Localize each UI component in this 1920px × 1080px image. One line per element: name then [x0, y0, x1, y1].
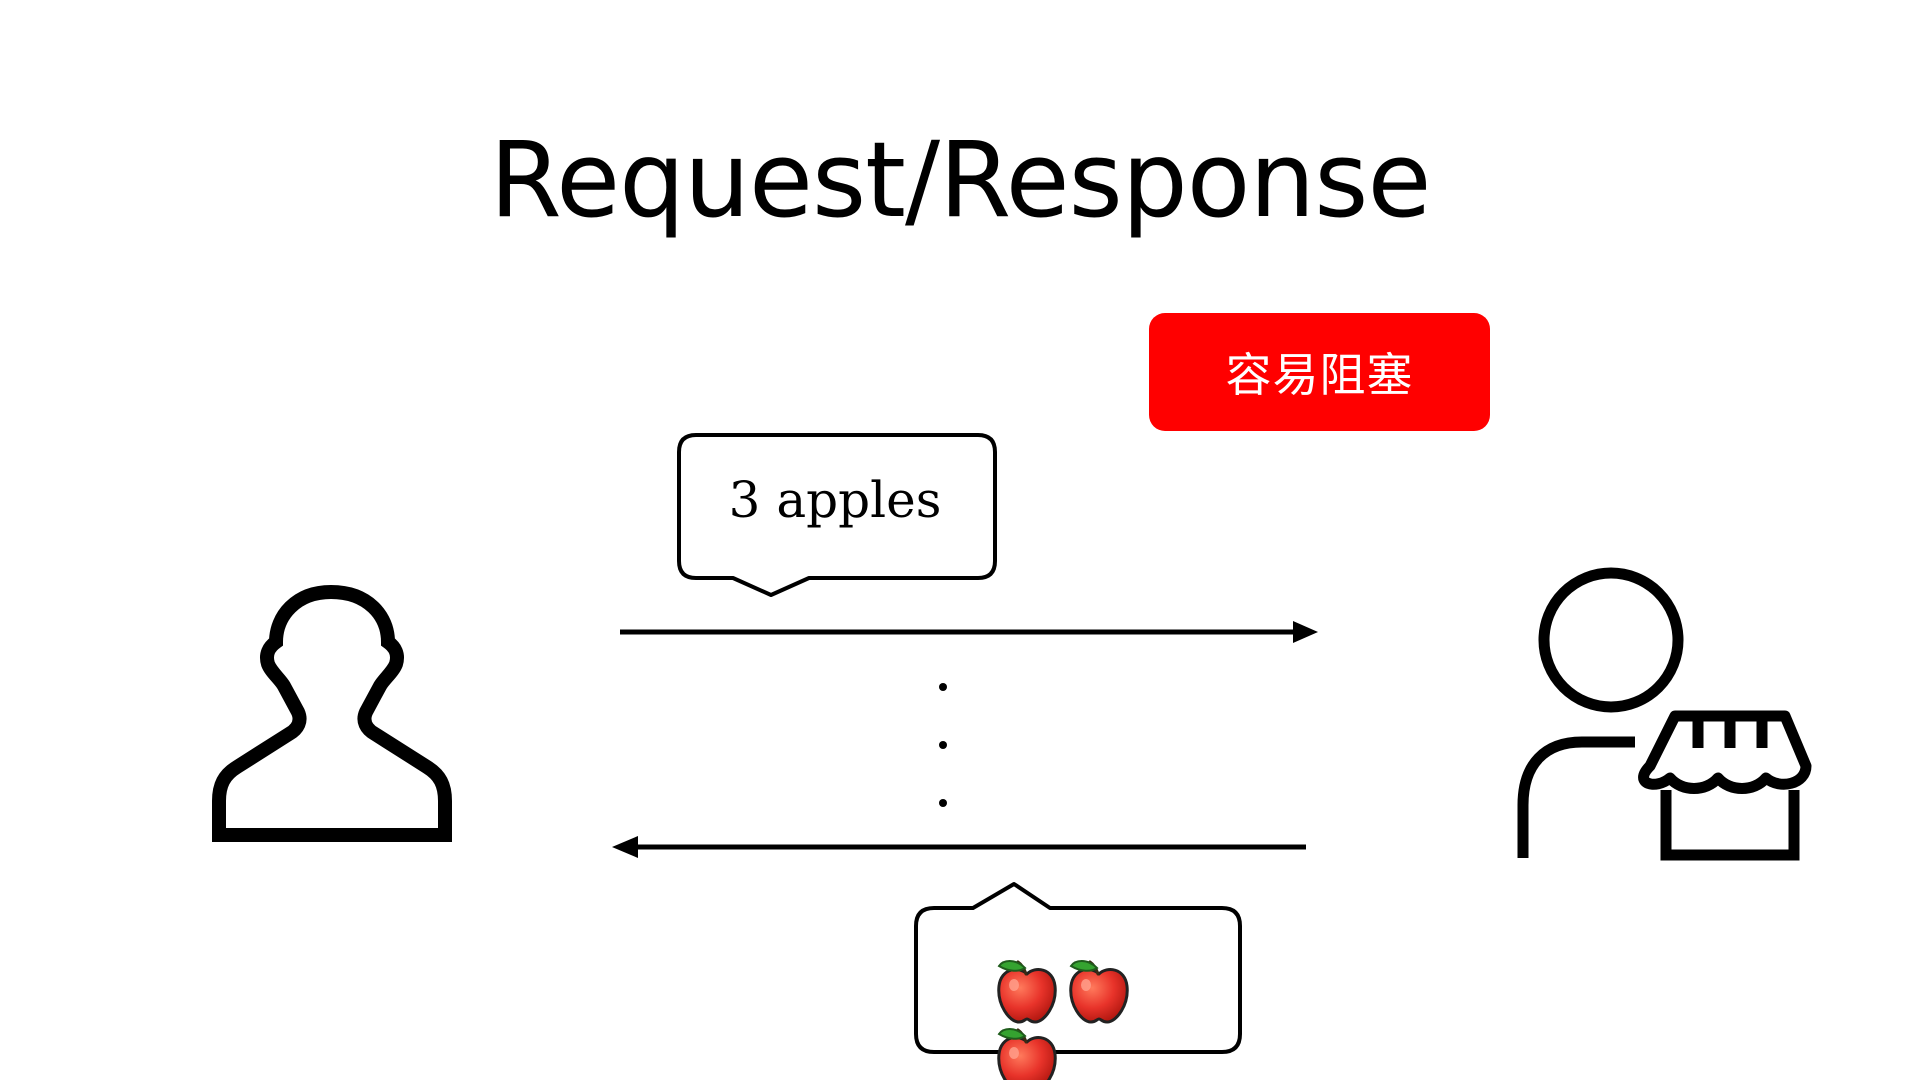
blocking-badge: 容易阻塞 [1149, 313, 1490, 431]
slide-title: Request/Response [489, 119, 1432, 241]
request-label: 3 apples [728, 471, 942, 529]
waiting-dot [939, 799, 947, 807]
response-arrowhead [612, 836, 638, 858]
request-arrowhead [1293, 621, 1318, 643]
request-bubble [677, 433, 997, 597]
shop-owner-icon [1517, 567, 1812, 861]
waiting-dot [939, 741, 947, 749]
person-icon [212, 584, 452, 842]
waiting-dot [939, 683, 947, 691]
